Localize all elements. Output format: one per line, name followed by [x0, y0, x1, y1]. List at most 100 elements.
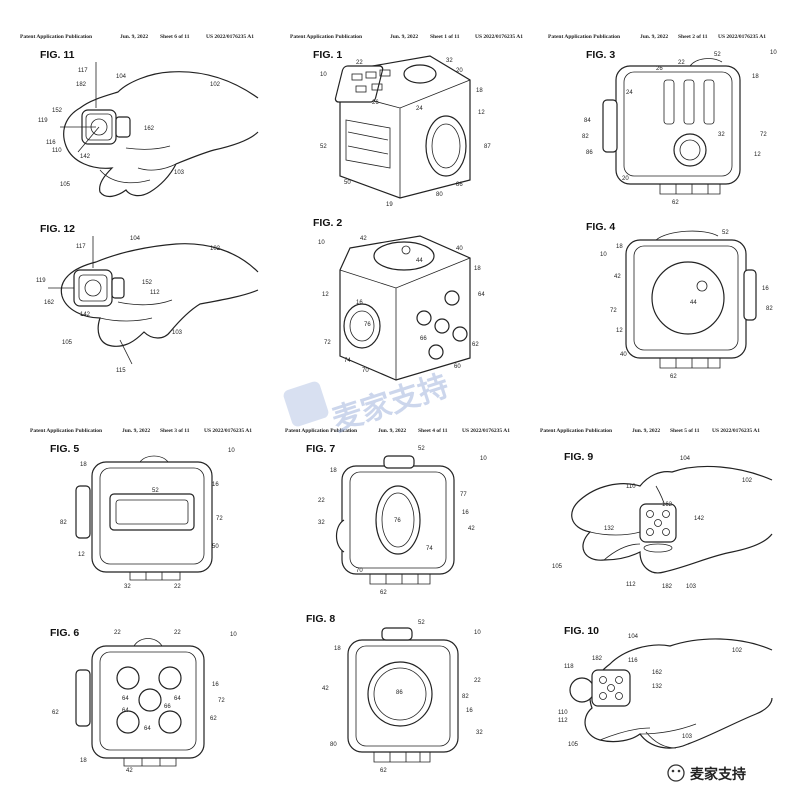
top-nub — [401, 245, 411, 255]
bottom-buttons — [373, 752, 431, 763]
figure-7: FIG. 7 52 10 18 22 77 32 76 16 42 74 70 … — [306, 443, 487, 596]
figure-6: FIG. 6 22 22 10 64 64 16 72 62 66 64 64 … — [50, 627, 237, 774]
ref-label: 132 — [604, 526, 615, 532]
ref-label: 20 — [456, 68, 463, 74]
ref-label: 22 — [174, 584, 181, 590]
cube-bottom — [643, 543, 673, 553]
ref-label: 80 — [436, 192, 443, 198]
switch — [371, 83, 383, 91]
header-sheet: Sheet 3 of 11 — [160, 428, 190, 434]
header-date: Jun. 9, 2022 — [640, 34, 668, 40]
bottom-buttons — [369, 574, 431, 585]
ref-label: 10 — [600, 252, 607, 258]
ref-label: 72 — [216, 516, 223, 522]
figure-title: FIG. 10 — [564, 625, 599, 637]
ref-label: 72 — [610, 308, 617, 314]
header-date: Jun. 9, 2022 — [632, 428, 660, 434]
ref-label: 40 — [456, 246, 463, 252]
ref-label: 52 — [152, 488, 159, 494]
bottom-buttons — [129, 572, 181, 581]
cube-button — [662, 510, 670, 518]
bottom-buttons — [123, 758, 177, 767]
push-button — [116, 710, 140, 734]
push-button — [138, 688, 162, 712]
ref-label: 142 — [80, 312, 91, 318]
ref-label: 112 — [558, 718, 568, 724]
ref-label: 76 — [394, 518, 401, 524]
ref-label: 18 — [334, 646, 341, 652]
header-number: US 2022/0176235 A1 — [204, 428, 252, 434]
ref-label: 142 — [80, 154, 91, 160]
push-button — [452, 326, 468, 342]
ref-label: 62 — [380, 590, 387, 596]
cube-button — [607, 684, 615, 692]
ref-label: 16 — [462, 510, 469, 516]
ref-label: 82 — [60, 520, 67, 526]
cube-face — [99, 467, 205, 565]
ref-label: 102 — [210, 82, 221, 88]
header-mid-center: Patent Application Publication Jun. 9, 2… — [285, 428, 510, 434]
figure-10: FIG. 10 104 182 116 102 118 162 132 110 … — [558, 625, 773, 749]
figure-5: FIG. 5 18 10 52 16 82 72 50 12 32 22 — [50, 443, 235, 590]
footer-text: 麦家支持 — [690, 766, 746, 783]
ref-label: 102 — [742, 478, 753, 484]
ref-label: 105 — [552, 564, 563, 570]
ref-label: 152 — [52, 108, 63, 114]
axis-line — [77, 126, 100, 153]
ref-label: 16 — [762, 286, 769, 292]
ref-label: 20 — [622, 176, 629, 182]
ref-label: 119 — [36, 278, 46, 284]
switch — [355, 85, 367, 93]
ref-label: 22 — [174, 630, 181, 636]
cube-button — [599, 676, 607, 684]
ref-label: 116 — [46, 140, 56, 146]
ref-label: 103 — [682, 734, 693, 740]
ref-label: 162 — [652, 670, 663, 676]
ref-label: 32 — [718, 132, 725, 138]
ref-label: 12 — [478, 110, 485, 116]
ref-label: 18 — [476, 88, 483, 94]
ref-label: 42 — [126, 768, 133, 774]
disk-nub — [696, 280, 708, 292]
oval-pad-inner — [381, 492, 415, 548]
header-top-left: Patent Application Publication Jun. 9, 2… — [20, 34, 254, 40]
ref-label: 110 — [52, 148, 62, 154]
figure-title: FIG. 7 — [306, 443, 335, 455]
ref-label: 105 — [62, 340, 73, 346]
figure-1: FIG. 1 10 22 32 20 18 26 24 12 52 50 19 … — [313, 49, 491, 208]
ref-label: 62 — [380, 768, 387, 774]
spin-disk-inner — [373, 667, 427, 721]
ref-label: 62 — [672, 200, 679, 206]
ref-label: 72 — [760, 132, 767, 138]
header-sheet: Sheet 4 of 11 — [418, 428, 448, 434]
top-tab — [381, 627, 413, 641]
figure-title: FIG. 9 — [564, 451, 593, 463]
ref-label: 24 — [416, 106, 423, 112]
header-date: Jun. 9, 2022 — [120, 34, 148, 40]
side-bump — [335, 519, 345, 553]
ref-label: 87 — [484, 144, 491, 150]
ref-label: 162 — [144, 126, 155, 132]
switch — [351, 73, 363, 81]
bottom-buttons — [659, 184, 721, 195]
ref-label: 32 — [318, 520, 325, 526]
ref-label: 115 — [116, 368, 126, 374]
side-rocker — [602, 99, 618, 153]
header-date: Jun. 9, 2022 — [122, 428, 150, 434]
ref-label: 22 — [114, 630, 121, 636]
header-mid-right: Patent Application Publication Jun. 9, 2… — [540, 428, 760, 434]
cube-body — [639, 503, 677, 543]
ref-label: 42 — [322, 686, 329, 692]
figure-8: FIG. 8 52 10 18 42 86 82 16 22 80 32 62 — [306, 613, 483, 774]
spin-disk — [367, 661, 433, 727]
ref-label: 116 — [628, 658, 638, 664]
ref-label: 18 — [616, 244, 623, 250]
ref-label: 104 — [628, 634, 639, 640]
ref-label: 40 — [620, 352, 627, 358]
header-pub: Patent Application Publication — [540, 428, 612, 434]
ref-label: 18 — [330, 468, 337, 474]
header-pub: Patent Application Publication — [285, 428, 357, 434]
ref-label: 19 — [386, 202, 393, 208]
top-tab — [139, 455, 169, 463]
cube-side — [115, 116, 131, 138]
